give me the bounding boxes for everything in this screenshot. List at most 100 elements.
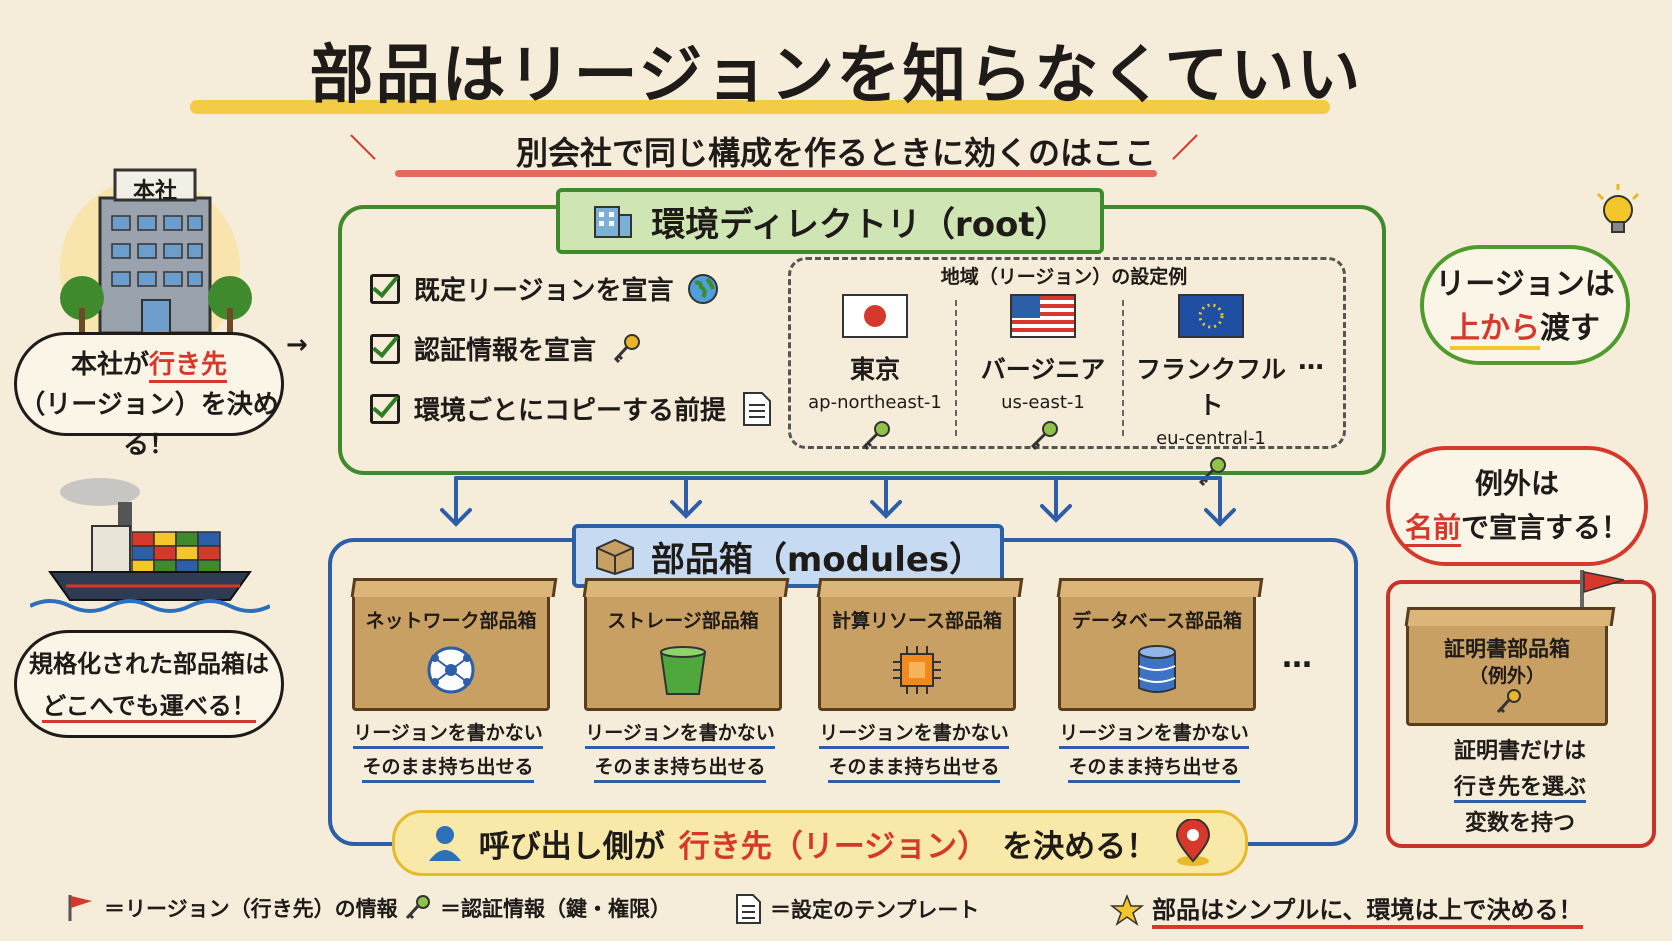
region-examples-box	[788, 257, 1346, 449]
page-title: 部品はリージョンを知らなくていい	[309, 39, 1363, 113]
module-crate: ストレージ部品箱	[582, 578, 790, 711]
region-tokyo: 東京 ap-northeast-1	[792, 294, 958, 457]
usa-flag-icon	[1010, 294, 1076, 338]
package-box-icon	[595, 538, 634, 576]
key-icon	[1198, 457, 1226, 487]
document-icon	[736, 894, 761, 924]
caption-line2: そのまま持ち出せる	[828, 756, 1000, 783]
region-examples-title: 地域（リージョン）の設定例	[940, 266, 1188, 288]
region-code: eu-central-1	[1156, 428, 1266, 449]
check-label: 環境ごとにコピーする前提	[414, 396, 727, 426]
lightbulb-icon	[1596, 184, 1640, 233]
bubble-line1: リージョンは	[1435, 267, 1615, 302]
caption-line2: そのまま持ち出せる	[1068, 756, 1240, 783]
modules-title: 部品箱（modules）	[650, 539, 984, 580]
legend-flag: ＝リージョン（行き先）の情報	[66, 893, 398, 923]
banner-highlight: 行き先（リージョン）	[678, 828, 989, 865]
person-icon	[428, 826, 461, 861]
check-label: 既定リージョンを宣言	[414, 276, 674, 306]
caption-line1: リージョンを書かない	[819, 722, 1009, 749]
crate-label: データベース部品箱	[1071, 610, 1243, 632]
crate-lid	[350, 578, 558, 597]
exception-desc-line1: 証明書だけは	[1453, 739, 1586, 764]
crate-caption: そのまま持ち出せる	[580, 752, 780, 783]
caption-line2: そのまま持ち出せる	[362, 756, 534, 783]
crate-label: 計算リソース部品箱	[831, 610, 1003, 632]
legend-doc: ＝設定のテンプレート	[734, 893, 979, 925]
env-directory-title: 環境ディレクトリ（root）	[651, 204, 1069, 245]
region-name: バージニア	[980, 355, 1106, 384]
region-divider	[1122, 300, 1124, 436]
checkbox-icon	[370, 333, 400, 364]
certificate-crate: 証明書部品箱 （例外）	[1404, 607, 1616, 726]
crate-label: 証明書部品箱	[1444, 637, 1570, 661]
legend-key-text: ＝認証情報（鍵・権限）	[440, 897, 671, 921]
document-icon	[743, 391, 772, 426]
database-icon	[1138, 645, 1176, 693]
crate-caption: リージョンを書かない	[580, 718, 780, 749]
module-crate: ネットワーク部品箱	[350, 578, 558, 711]
legend-summary-text: 部品はシンプルに、環境は上で決める！	[1152, 890, 1583, 929]
region-more: …	[1298, 346, 1324, 376]
banner-text-end: を決める！	[1002, 828, 1158, 865]
region-code: ap-northeast-1	[808, 392, 942, 413]
crate-caption: そのまま持ち出せる	[1054, 752, 1254, 783]
key-icon	[613, 333, 641, 363]
bubble-highlight: 名前	[1404, 511, 1461, 547]
hq-bubble: 本社が行き先 （リージョン）を決める！	[14, 332, 284, 460]
legend-flag-text: ＝リージョン（行き先）の情報	[104, 897, 398, 921]
star-icon	[1110, 893, 1144, 926]
ship-bubble-line1: 規格化された部品箱は	[29, 650, 269, 678]
check-item: 認証情報を宣言	[370, 330, 642, 367]
module-crate: データベース部品箱	[1056, 578, 1264, 711]
crate-label: ストレージ部品箱	[607, 610, 759, 632]
caption-line1: リージョンを書かない	[1059, 722, 1249, 749]
globe-icon	[688, 273, 719, 304]
bubble-highlight: 上から	[1450, 311, 1540, 350]
key-icon	[405, 895, 430, 920]
region-code: us-east-1	[1001, 392, 1085, 413]
cargo-ship-icon	[30, 478, 270, 613]
legend-key: ＝認証情報（鍵・権限）	[402, 893, 671, 923]
key-icon	[1496, 689, 1521, 714]
crate-sublabel: （例外）	[1468, 665, 1545, 687]
crate-label: ネットワーク部品箱	[365, 610, 537, 632]
modules-more: …	[1282, 640, 1312, 675]
region-frankfurt: フランクフルト eu-central-1	[1128, 294, 1294, 493]
region-divider	[955, 300, 957, 436]
modules-label: 部品箱（modules）	[572, 524, 1004, 588]
crate-lid	[1404, 607, 1616, 626]
region-name: 東京	[849, 355, 900, 384]
crate-lid	[1056, 578, 1264, 597]
page-subtitle: 別会社で同じ構成を作るときに効くのはここ	[515, 134, 1156, 172]
legend-doc-text: ＝設定のテンプレート	[770, 898, 980, 922]
check-label: 認証情報を宣言	[414, 336, 597, 366]
exception-box	[1386, 580, 1656, 848]
hq-bubble-text: 本社が	[70, 350, 149, 380]
exception-name-bubble: 例外は 名前で宣言する！	[1386, 446, 1648, 566]
caption-line1: リージョンを書かない	[585, 722, 775, 749]
bubble-line2: で宣言する！	[1461, 511, 1630, 544]
chip-icon	[893, 646, 941, 694]
spark-right-icon: ／	[1172, 134, 1199, 164]
building-icon	[594, 206, 633, 238]
crate-lid	[582, 578, 790, 597]
map-pin-icon	[1176, 819, 1211, 866]
exception-description: 証明書だけは 行き先を選ぶ 変数を持つ	[1410, 734, 1630, 842]
bubble-line2: 渡す	[1540, 311, 1600, 346]
region-from-above-bubble: リージョンは 上から渡す	[1420, 245, 1630, 365]
bubble-line1: 例外は	[1474, 467, 1559, 500]
hq-bubble-line2: （リージョン）を決める！	[19, 390, 279, 460]
eu-flag-icon	[1178, 294, 1244, 338]
region-virginia: バージニア us-east-1	[960, 294, 1126, 457]
caller-decides-banner: 呼び出し側が行き先（リージョン）を決める！	[392, 810, 1248, 876]
check-item: 環境ごとにコピーする前提	[370, 390, 772, 427]
crate-lid	[816, 578, 1024, 597]
exception-desc-line2: 行き先を選ぶ	[1453, 775, 1586, 803]
ship-bubble-line2: どこへでも運べる！	[42, 692, 256, 723]
checkbox-icon	[370, 393, 400, 424]
subtitle-underline	[395, 170, 1157, 177]
red-flag-icon	[68, 895, 92, 921]
module-crate: 計算リソース部品箱	[816, 578, 1024, 711]
crate-caption: そのまま持ち出せる	[814, 752, 1014, 783]
